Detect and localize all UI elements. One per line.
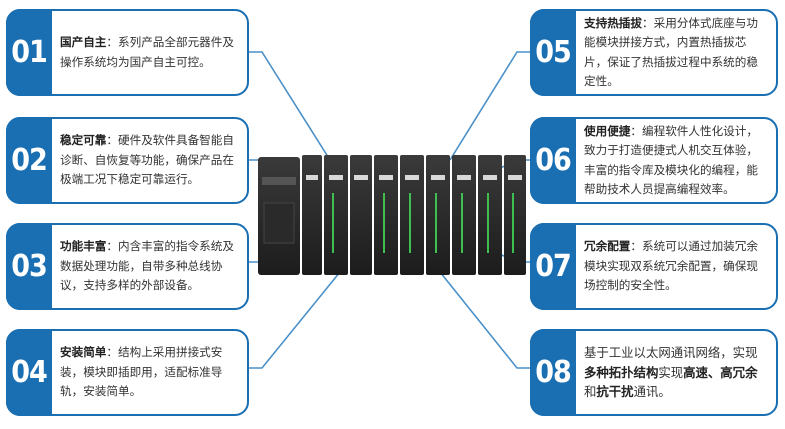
feature-title: 使用便捷 xyxy=(584,123,631,138)
feature-card-05: 05 支持热插拔：采用分体式底座与功能模块拼接方式，内置热插拔芯片，保证了热插拔… xyxy=(530,9,778,96)
feature-text: 功能丰富：内含丰富的指令系统及数据处理功能，自带多种总线协议，支持多样的外部设备… xyxy=(60,239,234,293)
plc-device-image xyxy=(258,155,526,275)
feature-card-08: 08 基于工业以太网通讯网络，实现多种拓扑结构实现高速、高冗余和抗干扰通讯。 xyxy=(530,329,778,416)
feature-highlight: 抗干扰 xyxy=(596,384,634,400)
feature-number: 04 xyxy=(6,329,52,416)
feature-text: 基于工业以太网通讯网络，实现多种拓扑结构实现高速、高冗余和抗干扰通讯。 xyxy=(584,331,768,414)
feature-number: 03 xyxy=(6,223,52,310)
feature-text: 使用便捷：编程软件人性化设计，致力于打造便捷式人机交互体验，丰富的指令库及模块化… xyxy=(584,123,758,197)
feature-text: 安装简单：结构上采用拼接式安装，模块即插即用，适配标准导轨，安装简单。 xyxy=(60,345,223,399)
feature-card-02: 02 稳定可靠：硬件及软件具备智能自诊断、自恢复等功能，确保产品在极端工况下稳定… xyxy=(6,117,249,204)
feature-desc: 系列产品全部元器件及操作系统均为国产自主可控。 xyxy=(60,35,234,69)
feature-title: 支持热插拔 xyxy=(584,15,642,30)
feature-card-01: 01 国产自主：系列产品全部元器件及操作系统均为国产自主可控。 xyxy=(6,9,249,96)
feature-desc-part: 基于工业以太网通讯网络，实现 xyxy=(584,345,758,361)
feature-text: 稳定可靠：硬件及软件具备智能自诊断、自恢复等功能，确保产品在极端工况下稳定可靠运… xyxy=(60,133,234,187)
feature-highlight: 多种拓扑结构 xyxy=(584,364,659,380)
feature-number: 08 xyxy=(530,329,576,416)
feature-text: 支持热插拔：采用分体式底座与功能模块拼接方式，内置热插拔芯片，保证了热插拔过程中… xyxy=(584,15,758,89)
feature-desc: 硬件及软件具备智能自诊断、自恢复等功能，确保产品在极端工况下稳定可靠运行。 xyxy=(60,133,234,187)
feature-number: 02 xyxy=(6,117,52,204)
feature-desc: 编程软件人性化设计，致力于打造便捷式人机交互体验，丰富的指令库及模块化的编程，能… xyxy=(584,123,758,197)
feature-card-03: 03 功能丰富：内含丰富的指令系统及数据处理功能，自带多种总线协议，支持多样的外… xyxy=(6,223,249,310)
feature-desc: 采用分体式底座与功能模块拼接方式，内置热插拔芯片，保证了热插拔过程中系统的稳定性… xyxy=(584,15,758,89)
feature-card-04: 04 安装简单：结构上采用拼接式安装，模块即插即用，适配标准导轨，安装简单。 xyxy=(6,329,249,416)
feature-number: 07 xyxy=(530,223,576,310)
feature-card-06: 06 使用便捷：编程软件人性化设计，致力于打造便捷式人机交互体验，丰富的指令库及… xyxy=(530,117,778,204)
feature-title: 国产自主 xyxy=(60,35,107,49)
feature-number: 05 xyxy=(530,9,576,96)
feature-desc-part: 和 xyxy=(584,384,597,400)
feature-highlight: 高速、高冗余 xyxy=(683,364,758,380)
feature-title: 功能丰富 xyxy=(60,239,107,254)
feature-desc: 系统可以通过加装冗余模块实现双系统冗余配置，确保现场控制的安全性。 xyxy=(584,239,758,293)
feature-text: 冗余配置：系统可以通过加装冗余模块实现双系统冗余配置，确保现场控制的安全性。 xyxy=(584,239,758,293)
feature-desc-part: 通讯。 xyxy=(633,384,671,400)
feature-desc-part: 实现 xyxy=(658,364,684,380)
feature-number: 06 xyxy=(530,117,576,204)
feature-title: 安装简单 xyxy=(60,345,107,360)
feature-card-07: 07 冗余配置：系统可以通过加装冗余模块实现双系统冗余配置，确保现场控制的安全性… xyxy=(530,223,778,310)
feature-desc: 内含丰富的指令系统及数据处理功能，自带多种总线协议，支持多样的外部设备。 xyxy=(60,239,234,293)
feature-title: 稳定可靠 xyxy=(60,133,107,148)
feature-text: 国产自主：系列产品全部元器件及操作系统均为国产自主可控。 xyxy=(60,35,234,69)
feature-title: 冗余配置 xyxy=(584,239,631,254)
feature-desc: 结构上采用拼接式安装，模块即插即用，适配标准导轨，安装简单。 xyxy=(60,345,223,399)
feature-number: 01 xyxy=(6,9,52,96)
